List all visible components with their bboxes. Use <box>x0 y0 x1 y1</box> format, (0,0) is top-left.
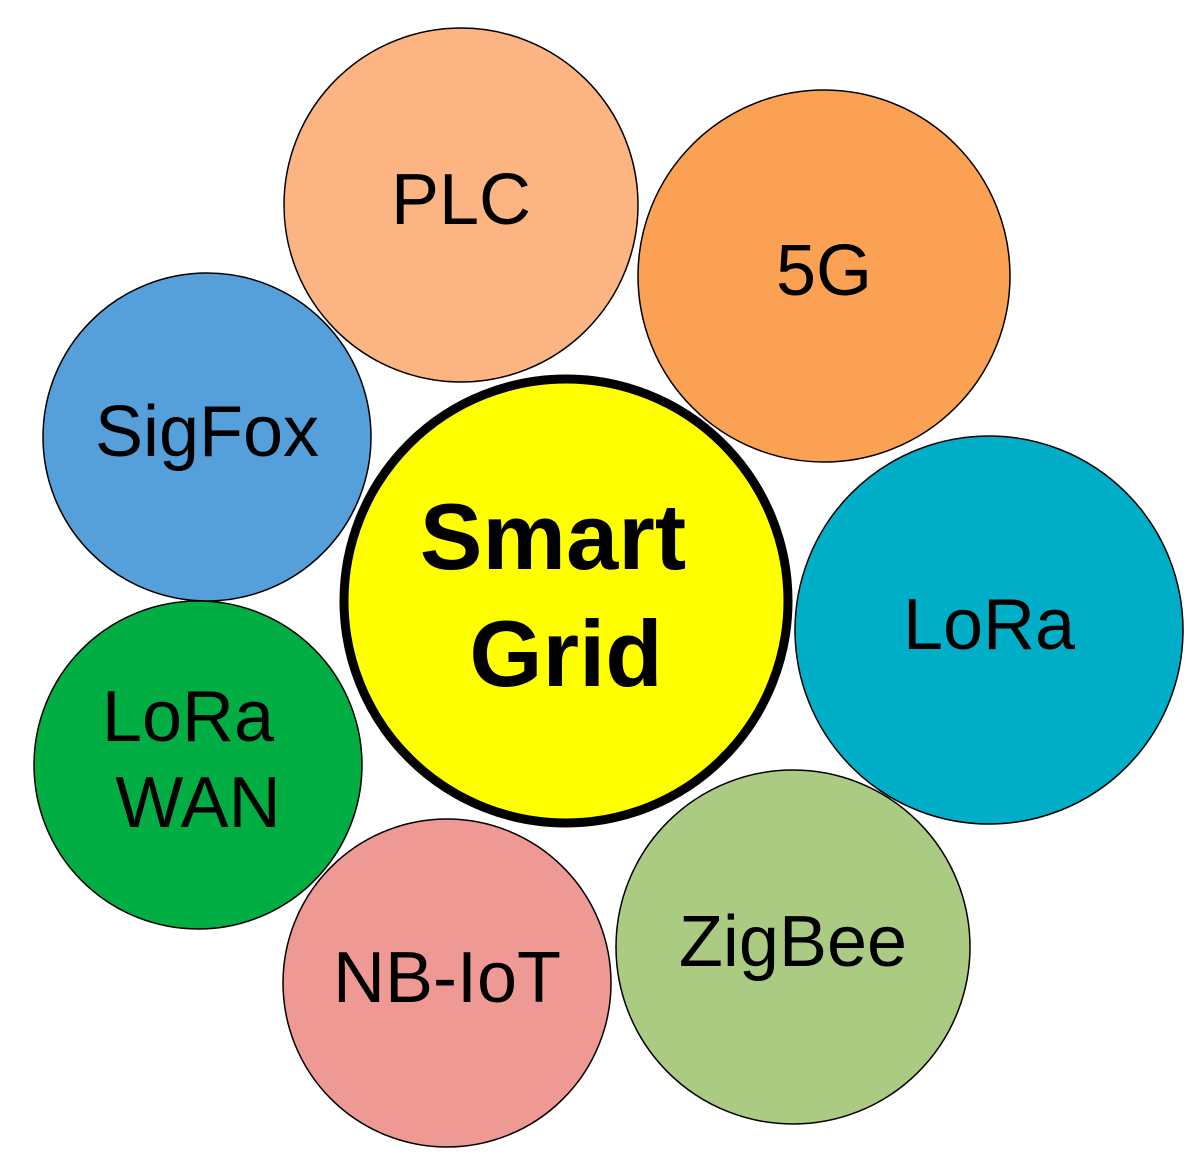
node-nb-iot: NB-IoT <box>282 818 612 1148</box>
node-lora-label: LoRa <box>903 585 1076 665</box>
node-lorawan: LoRa WAN <box>33 600 363 930</box>
node-lorawan-circle <box>33 600 363 930</box>
node-5g-label: 5G <box>776 231 872 311</box>
node-zigbee-circle <box>615 769 971 1125</box>
node-lorawan-label: LoRa WAN <box>102 677 294 843</box>
node-sigfox: SigFox <box>42 272 372 602</box>
node-zigbee-label: ZigBee <box>679 902 907 982</box>
center-circle <box>339 374 793 828</box>
node-nb-iot-label: NB-IoT <box>333 938 561 1018</box>
center-label: Smart Grid <box>420 484 713 706</box>
node-5g-circle <box>637 89 1011 463</box>
node-lora-circle <box>794 435 1184 825</box>
node-sigfox-label: SigFox <box>95 392 319 472</box>
node-center: Smart Grid <box>339 374 793 828</box>
node-zigbee: ZigBee <box>615 769 971 1125</box>
node-5g: 5G <box>637 89 1011 463</box>
node-plc: PLC <box>283 27 639 383</box>
node-plc-circle <box>283 27 639 383</box>
node-lora: LoRa <box>794 435 1184 825</box>
node-plc-label: PLC <box>391 160 531 240</box>
node-nb-iot-circle <box>282 818 612 1148</box>
